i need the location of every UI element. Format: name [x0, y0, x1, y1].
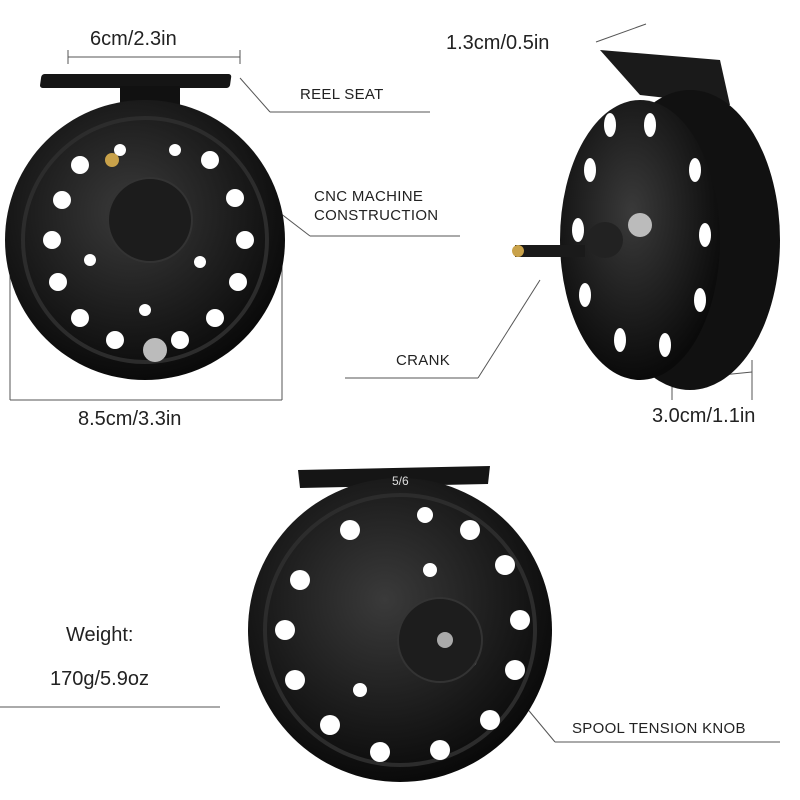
diameter-dimension: 8.5cm/3.3in: [78, 408, 182, 430]
line-weight-marking: 5/6: [392, 474, 409, 488]
weight-value: 170g/5.9oz: [50, 668, 149, 690]
width-dimension: 6cm/2.3in: [90, 28, 177, 50]
spool-tension-knob-label: SPOOL TENSION KNOB: [572, 720, 746, 737]
weight-label: Weight:: [66, 624, 134, 646]
spool-width-dimension: 3.0cm/1.1in: [652, 405, 756, 427]
construction-label: CONSTRUCTION: [314, 207, 439, 224]
reel-back-view: [248, 466, 552, 782]
reel-front-view: [5, 74, 285, 380]
reel-seat-label: REEL SEAT: [300, 86, 384, 103]
cnc-label: CNC MACHINE: [314, 188, 424, 205]
crank-label: CRANK: [396, 352, 451, 369]
thickness-dimension: 1.3cm/0.5in: [446, 32, 550, 54]
reel-side-view: [512, 50, 780, 390]
